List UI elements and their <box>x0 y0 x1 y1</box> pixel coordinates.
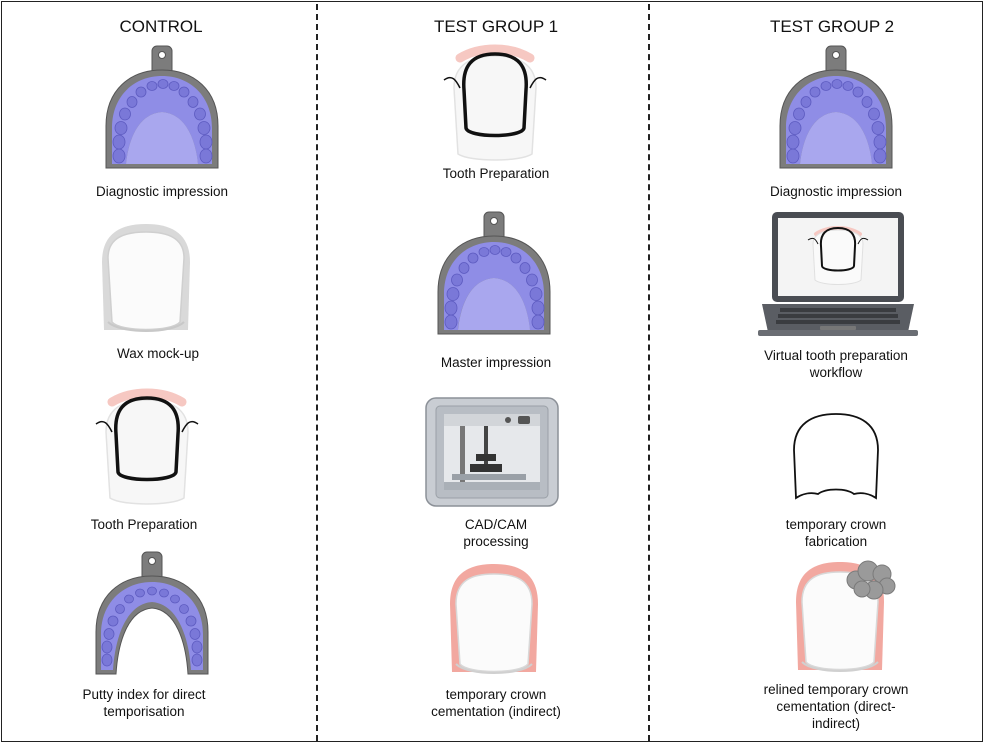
column-title-test-group-2: TEST GROUP 2 <box>769 17 895 36</box>
step-caption: Tooth Preparation <box>442 166 550 181</box>
step-caption: relined temporary crown cementation (dir… <box>763 682 909 731</box>
step-caption: Diagnostic impression <box>95 184 229 199</box>
step-caption: temporary crown cementation (indirect) <box>431 687 561 719</box>
column-title-control: CONTROL <box>119 17 203 36</box>
column-divider-left <box>316 4 318 741</box>
tooth-preparation-icon <box>440 44 550 164</box>
upper-impression-tray-icon <box>102 44 222 174</box>
step-caption: Tooth Preparation <box>90 517 198 532</box>
crown-outline-icon <box>786 410 886 510</box>
step-caption: Virtual tooth preparation workflow <box>764 348 908 380</box>
step-caption: Putty index for direct temporisation <box>82 687 206 719</box>
relined-crown-icon <box>790 558 900 678</box>
step-caption: CAD/CAM processing <box>463 517 529 549</box>
upper-impression-tray-icon <box>434 210 554 340</box>
step-caption: temporary crown fabrication <box>785 517 887 549</box>
tooth-preparation-icon <box>92 388 202 508</box>
laptop-icon <box>758 208 918 338</box>
step-caption: Diagnostic impression <box>769 184 903 199</box>
upper-impression-tray-icon <box>776 44 896 174</box>
step-caption: Wax mock-up <box>116 346 199 361</box>
column-divider-right <box>648 4 650 741</box>
3d-printer-icon <box>422 392 562 512</box>
temporary-crown-icon <box>444 560 544 680</box>
wax-mockup-tooth-icon <box>96 218 196 338</box>
putty-index-tray-icon <box>92 550 212 680</box>
step-caption: Master impression <box>440 355 552 370</box>
column-title-test-group-1: TEST GROUP 1 <box>433 17 559 36</box>
